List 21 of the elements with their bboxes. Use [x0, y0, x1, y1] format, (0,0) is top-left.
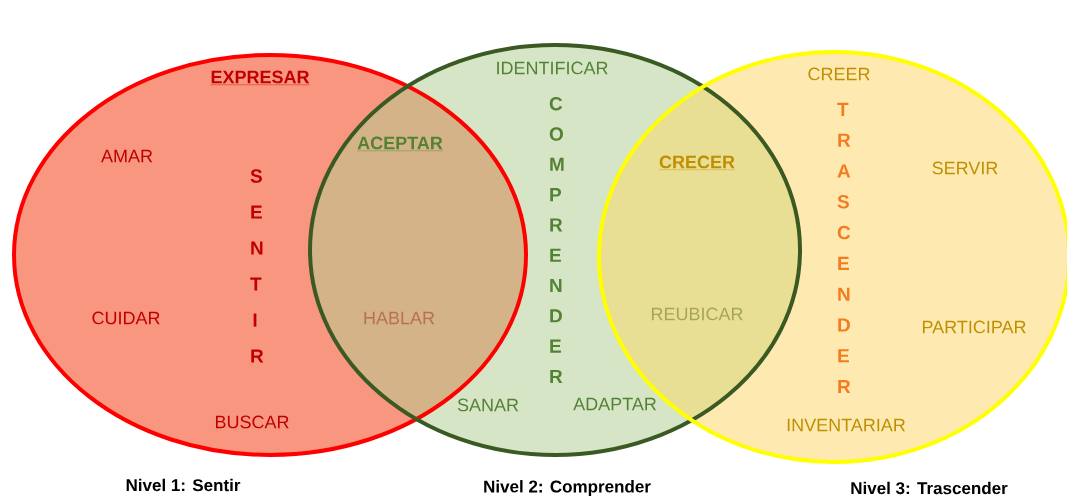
word-label: REUBICAR	[651, 307, 743, 321]
word-label: ADAPTAR	[573, 397, 656, 411]
word-label: INVENTARIAR	[787, 418, 905, 432]
word-label: HABLAR	[364, 311, 435, 325]
word-label: AMAR	[101, 149, 153, 163]
vertical-word: C O M P R E N D E R	[549, 97, 564, 383]
vertical-word: S E N T I R	[250, 169, 264, 363]
word-label: CREER	[808, 67, 870, 81]
word-label: IDENTIFICAR	[497, 61, 608, 75]
level-caption: Nivel 1: Sentir	[126, 478, 241, 492]
word-label: SERVIR	[932, 161, 998, 175]
key-word: EXPRESAR	[210, 70, 310, 85]
word-label: BUSCAR	[216, 415, 289, 429]
vertical-word: T R A S C E N D E R	[837, 102, 851, 394]
word-label: SANAR	[457, 398, 519, 412]
key-word: CRECER	[658, 155, 736, 170]
word-label: PARTICIPAR	[922, 320, 1026, 334]
level-caption: Nivel 2: Comprender	[484, 480, 651, 496]
word-label: CUIDAR	[92, 311, 160, 325]
level-caption: Nivel 3: Trascender	[851, 481, 1008, 495]
key-word: ACEPTAR	[357, 136, 444, 151]
